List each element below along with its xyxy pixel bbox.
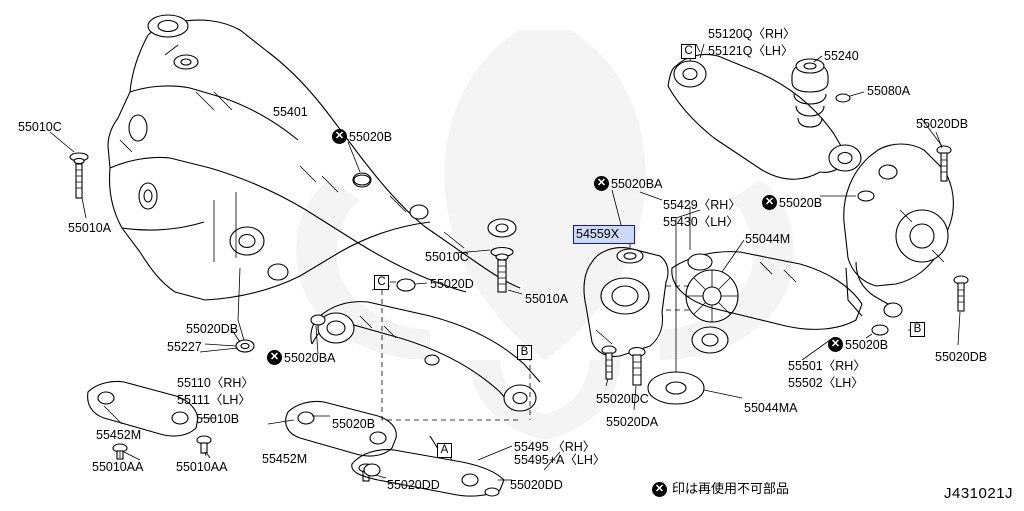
non-reusable-note: 印は再使用不可部品 xyxy=(672,481,790,496)
box-marker-b-mid: B xyxy=(517,345,532,360)
part-55111-lh: 55111〈LH〉 xyxy=(177,393,251,407)
x-marker-note: ✕ xyxy=(652,482,667,497)
rear-knuckle xyxy=(843,143,954,318)
bump-stop-55240 xyxy=(791,55,865,128)
rear-lower-arm-55501 xyxy=(671,251,863,330)
part-55020d-mid: 55020D xyxy=(430,277,474,291)
lower-control-arm xyxy=(310,301,541,412)
part-55020db-rightlow: 55020DB xyxy=(935,350,988,364)
part-55044ma: 55044MA xyxy=(744,401,798,415)
right-bolt-55020b xyxy=(820,190,889,339)
part-55495-rh: 55495 〈RH〉 xyxy=(514,440,596,454)
part-55401: 55401 xyxy=(273,105,308,119)
part-55080a: 55080A xyxy=(867,84,911,98)
left-bolt-group xyxy=(49,131,89,219)
part-55020da-low: 55020DA xyxy=(606,415,659,429)
part-55020ba-top: 55020BA xyxy=(611,177,663,191)
part-55120q-rh: 55120Q〈RH〉 xyxy=(708,27,796,41)
part-55010a-left: 55010A xyxy=(68,221,112,235)
part-54559x-highlight[interactable]: 54559X xyxy=(573,225,635,244)
part-55430-lh: 55430〈LH〉 xyxy=(663,215,739,229)
x-marker-55020ba-top: ✕ xyxy=(594,176,609,191)
box-marker-c-mid: C xyxy=(374,275,389,290)
bolt-55020b-top xyxy=(347,141,371,186)
part-55495a-lh: 55495+A〈LH〉 xyxy=(514,453,606,467)
box-marker-a: A xyxy=(437,443,452,458)
part-55020b-low: 55020B xyxy=(332,417,376,431)
part-55121q-lh: 55121Q〈LH〉 xyxy=(708,44,794,58)
x-marker-55020b-right: ✕ xyxy=(762,195,777,210)
center-lower-bolts xyxy=(601,345,646,411)
part-55240: 55240 xyxy=(824,49,859,63)
x-marker-55020b-rightlow: ✕ xyxy=(828,337,843,352)
link-55452m-left xyxy=(87,380,216,460)
upper-link-55120q xyxy=(667,43,862,180)
part-55020ba-left: 55020BA xyxy=(284,351,336,365)
sheet-code: J431021J xyxy=(944,485,1014,502)
part-55020db-left: 55020DB xyxy=(186,322,239,336)
watermark-emblem xyxy=(296,30,794,440)
part-55020db-topright: 55020DB xyxy=(916,117,969,131)
part-55010c: 55010C xyxy=(18,120,62,134)
part-55110-rh: 55110〈RH〉 xyxy=(177,376,254,390)
spring-seat-55044m xyxy=(647,239,745,405)
part-55020b-top: 55020B xyxy=(349,130,393,144)
part-55429-rh: 55429〈RH〉 xyxy=(663,198,741,212)
part-55452m-left: 55452M xyxy=(96,428,142,442)
rear-link-55495 xyxy=(351,435,513,497)
left-lower-bolts xyxy=(204,267,326,355)
part-55010aa-1: 55010AA xyxy=(92,460,144,474)
part-55501-rh: 55501〈RH〉 xyxy=(788,359,866,373)
box-marker-b-right: B xyxy=(910,322,925,337)
right-bolt-group-top xyxy=(935,131,952,182)
knuckle-bracket-54559x xyxy=(583,189,669,357)
part-55010b: 55010B xyxy=(196,412,240,426)
part-55044m: 55044M xyxy=(745,232,791,246)
part-55010a-mid: 55010A xyxy=(525,292,569,306)
part-55227: 55227 xyxy=(167,340,202,354)
part-55010aa-2: 55010AA xyxy=(176,460,228,474)
center-bolt-group xyxy=(390,246,523,295)
box-marker-c-top: C xyxy=(681,44,696,59)
part-55020dc: 55020DC xyxy=(596,392,649,406)
part-55020b-right: 55020B xyxy=(779,196,823,210)
part-55452m-mid: 55452M xyxy=(262,452,308,466)
part-55020dd-2: 55020DD xyxy=(510,478,563,492)
part-55020dd-1: 55020DD xyxy=(387,478,440,492)
part-55010c-mid: 55010C xyxy=(425,250,469,264)
part-55020b-rightlow: 55020B xyxy=(845,338,889,352)
right-bolt-group-low xyxy=(953,275,969,346)
x-marker-55020ba-left: ✕ xyxy=(267,350,282,365)
x-marker-55020b-top: ✕ xyxy=(332,129,347,144)
part-55502-lh: 55502〈LH〉 xyxy=(788,376,864,390)
